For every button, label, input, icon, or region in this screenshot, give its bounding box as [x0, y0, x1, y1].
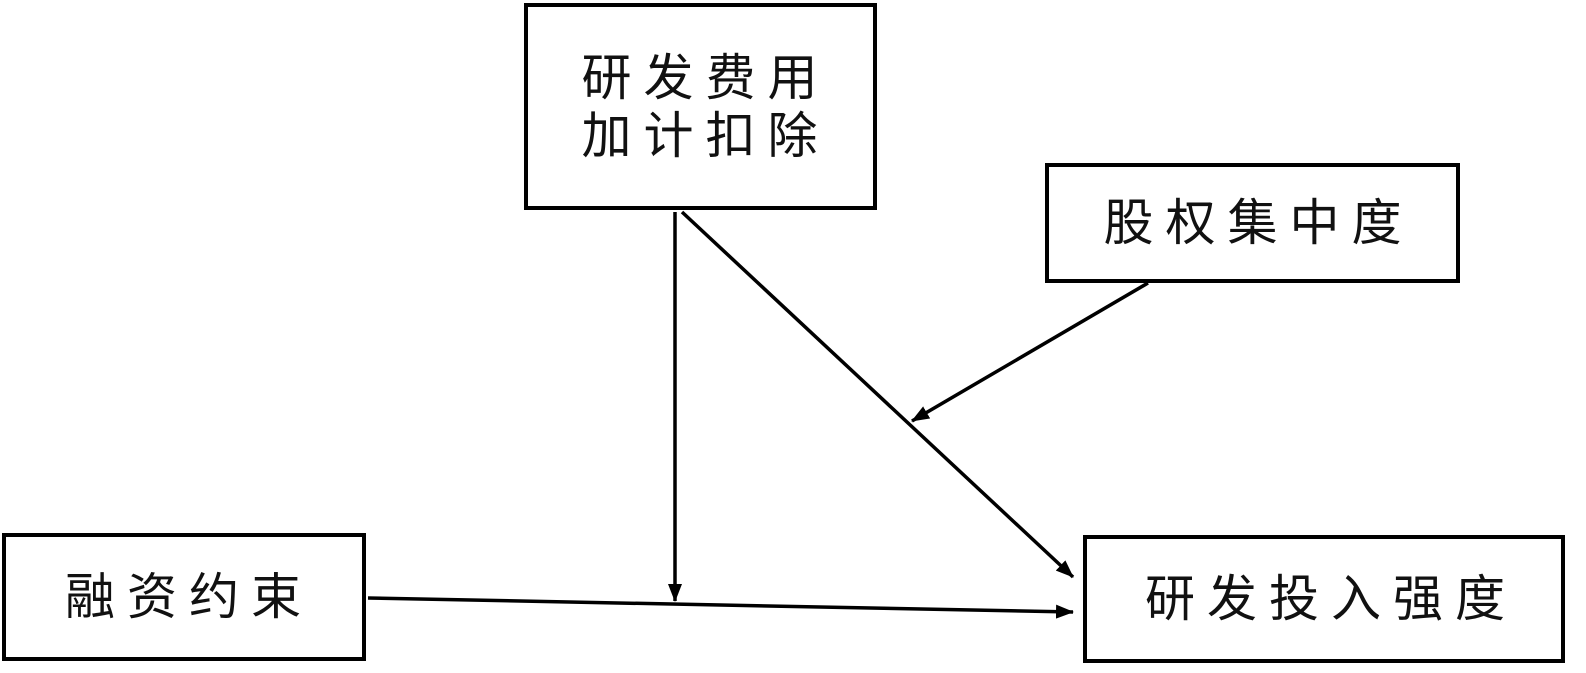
arrow-deduction-to-rd-intensity: [680, 210, 1075, 579]
node-rd-investment-intensity: 研发投入强度: [1083, 535, 1565, 663]
node-financing-constraints: 融资约束: [2, 533, 366, 661]
arrow-financing-to-rd-intensity: [367, 596, 1074, 619]
node-rd-investment-intensity-label: 研发投入强度: [1145, 570, 1517, 628]
node-financing-constraints-label: 融资约束: [65, 568, 313, 626]
node-rd-expense-deduction: 研发费用 加计扣除: [524, 3, 877, 210]
arrow-equity-moderates-deduction-path: [911, 281, 1149, 423]
node-equity-concentration: 股权集中度: [1045, 163, 1460, 283]
node-rd-expense-deduction-line1: 研发费用: [581, 48, 830, 107]
node-rd-expense-deduction-line2: 加计扣除: [581, 106, 830, 165]
node-equity-concentration-label: 股权集中度: [1103, 194, 1414, 252]
